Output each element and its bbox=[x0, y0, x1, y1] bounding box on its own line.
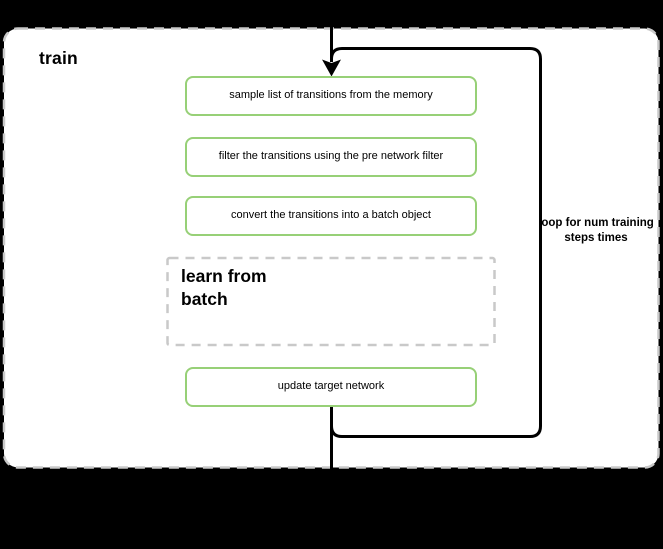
train-container-title: train bbox=[39, 48, 78, 68]
step-box-filter-transitions: filter the transitions using the pre net… bbox=[185, 137, 477, 177]
arrowhead-icon bbox=[322, 59, 341, 77]
loop-annotation: loop for num training steps times bbox=[538, 217, 654, 244]
step-label: update target network bbox=[277, 380, 385, 393]
step-box-sample-transitions: sample list of transitions from the memo… bbox=[185, 76, 477, 116]
step-box-update-target-network: update target network bbox=[185, 367, 477, 407]
step-label: sample list of transitions from the memo… bbox=[229, 89, 433, 102]
step-box-convert-to-batch: convert the transitions into a batch obj… bbox=[185, 196, 477, 236]
learn-from-batch-title: learn from batch bbox=[181, 266, 267, 309]
step-label: convert the transitions into a batch obj… bbox=[231, 209, 431, 222]
step-label: filter the transitions using the pre net… bbox=[218, 150, 444, 163]
